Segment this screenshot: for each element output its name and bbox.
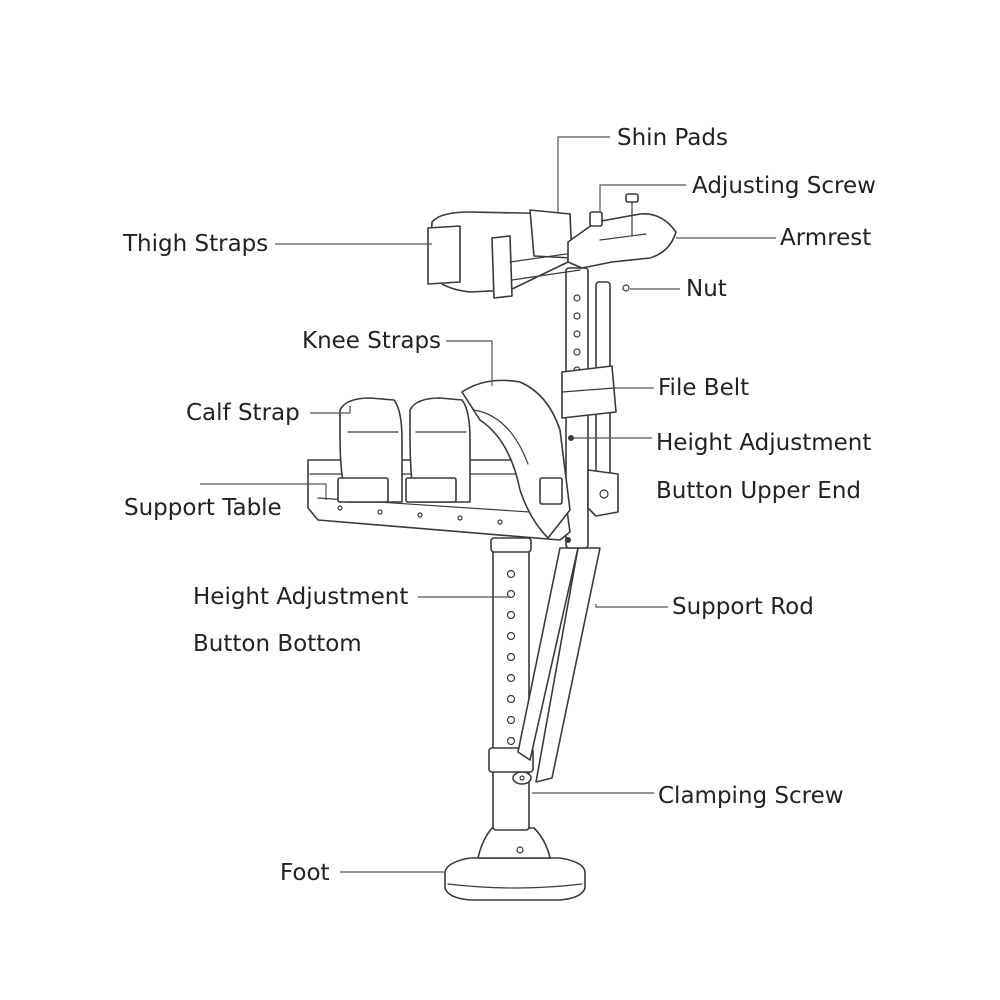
label-height-adjustment-bottom-1: Height Adjustment xyxy=(193,584,408,610)
label-shin-pads: Shin Pads xyxy=(617,125,728,151)
label-adjusting-screw: Adjusting Screw xyxy=(692,173,876,199)
thigh-strap-part xyxy=(427,209,581,299)
armrest-part xyxy=(567,193,677,292)
label-support-table: Support Table xyxy=(124,495,282,521)
foot-part xyxy=(444,827,586,901)
label-height-adjustment-bottom-2: Button Bottom xyxy=(193,631,362,657)
support-table-part xyxy=(307,379,571,541)
label-knee-straps: Knee Straps xyxy=(302,328,441,354)
label-clamping-screw: Clamping Screw xyxy=(658,783,844,809)
clamping-screw-part xyxy=(512,771,532,785)
label-calf-strap: Calf Strap xyxy=(186,400,300,426)
support-rod-part xyxy=(517,547,601,783)
label-height-adjustment-upper-2: Button Upper End xyxy=(656,478,861,504)
lower-tube-part xyxy=(488,537,534,831)
label-file-belt: File Belt xyxy=(658,375,749,401)
label-thigh-straps: Thigh Straps xyxy=(122,231,268,257)
upper-rod-part xyxy=(561,267,619,549)
label-foot: Foot xyxy=(280,860,330,886)
label-height-adjustment-upper-1: Height Adjustment xyxy=(656,430,871,456)
leader-lines xyxy=(200,136,776,873)
knee-crutch-illustration xyxy=(307,193,677,901)
label-support-rod: Support Rod xyxy=(672,594,814,620)
label-nut: Nut xyxy=(686,276,727,302)
labels: Shin Pads Adjusting Screw Thigh Straps A… xyxy=(122,125,876,886)
label-armrest: Armrest xyxy=(780,225,871,251)
